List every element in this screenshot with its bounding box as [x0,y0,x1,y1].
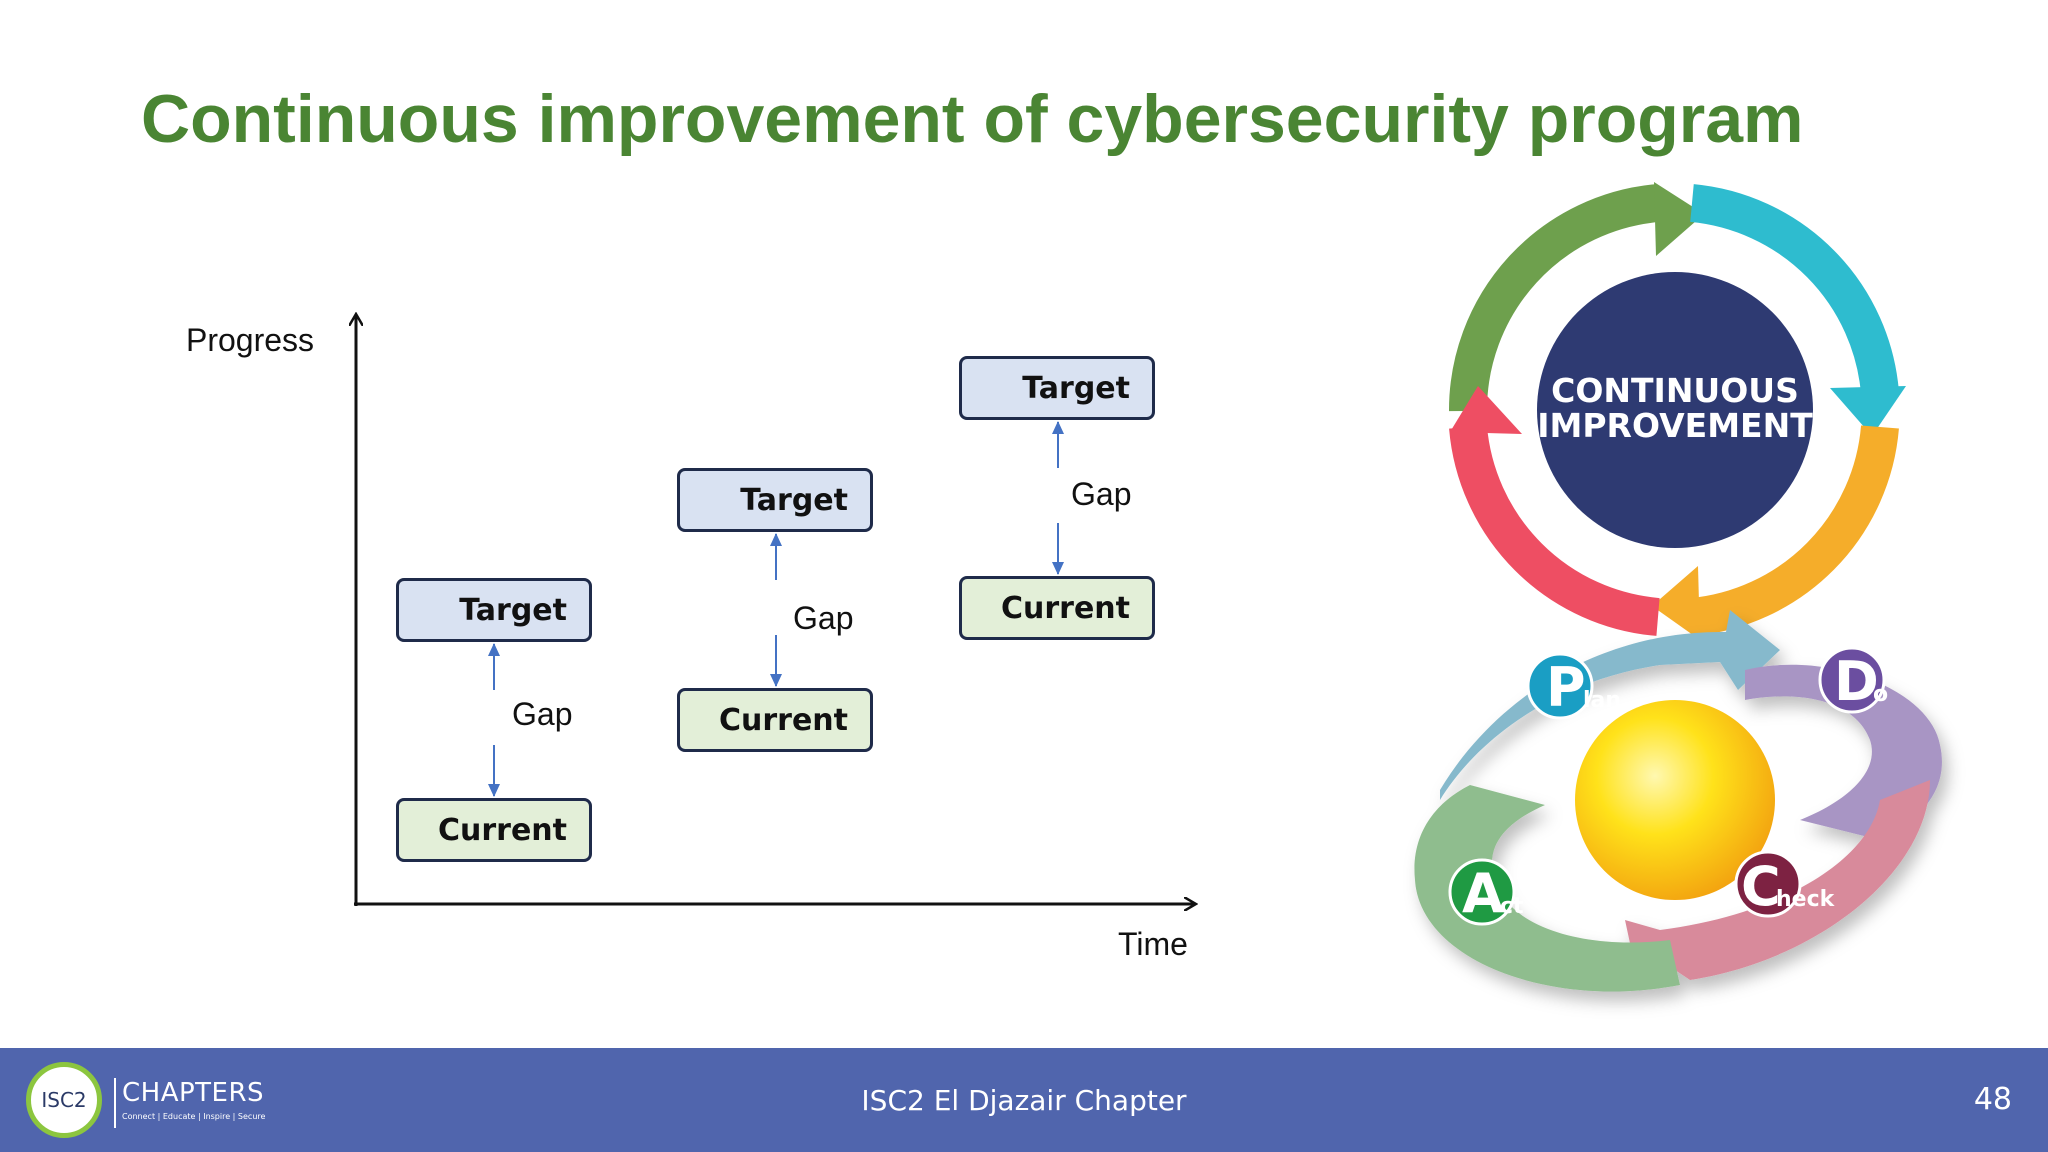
y-axis-label: Progress [186,322,315,358]
gap-label: Gap [512,696,573,732]
cycle-arrow-cyan [1689,184,1899,395]
cycle-ring [1448,182,1906,640]
cycle-arrowhead-orange [1652,566,1700,640]
pdca-do-letter: D [1834,650,1879,713]
current-box: Current [677,688,873,752]
pdca-check-segment [1625,780,1930,990]
brand-divider [114,1078,116,1128]
cycle-arrowhead-green [1654,182,1704,256]
pdca-ring [1414,610,1942,992]
cycle-arrowhead-cyan [1830,386,1906,436]
pdca-do-badge [1818,646,1886,714]
cycle-arrow-green [1448,184,1660,412]
current-box: Current [959,576,1155,640]
isc2-logo: ISC2 [26,1062,102,1138]
cycle-arrow-orange [1689,425,1899,636]
pdca-plan-suffix: lan [1583,688,1621,713]
isc2-logo-text: ISC2 [41,1088,87,1112]
pdca-check-letter: C [1741,855,1781,918]
cycle-center-line1: CONTINUOUS [1551,371,1799,410]
pdca-act-segment [1414,785,1680,992]
chapter-name: ISC2 El Djazair Chapter [861,1084,1187,1117]
brand-tagline: Connect | Educate | Inspire | Secure [122,1112,266,1121]
current-box: Current [396,798,592,862]
cycle-arrowhead-red [1450,386,1522,434]
target-box: Target [959,356,1155,420]
x-axis-label: Time [1118,926,1188,962]
pdca-act-badge [1448,858,1516,926]
pdca-sun [1575,700,1775,900]
cycle-center [1537,272,1813,548]
pdca-do-suffix: o [1873,682,1888,707]
cycle-arrow-red [1449,425,1660,636]
target-box: Target [396,578,592,642]
brand-name: CHAPTERS [122,1078,265,1108]
target-box: Target [677,468,873,532]
page-number: 48 [1973,1082,2012,1117]
pdca-plan-letter: P [1546,656,1586,719]
pdca-check-suffix: heck [1776,887,1836,912]
cycle-center-line2: IMPROVEMENT [1537,406,1813,445]
slide-title: Continuous improvement of cybersecurity … [141,81,1804,157]
pdca-plan-badge [1526,652,1594,720]
pdca-plan-segment [1440,610,1780,800]
gap-label: Gap [793,600,854,636]
pdca-act-letter: A [1462,862,1504,925]
gap-label: Gap [1071,476,1132,512]
pdca-check-badge [1734,850,1802,918]
footer-bar: ISC2 CHAPTERS Connect | Educate | Inspir… [0,1048,2048,1152]
pdca-act-suffix: ct [1500,894,1524,919]
